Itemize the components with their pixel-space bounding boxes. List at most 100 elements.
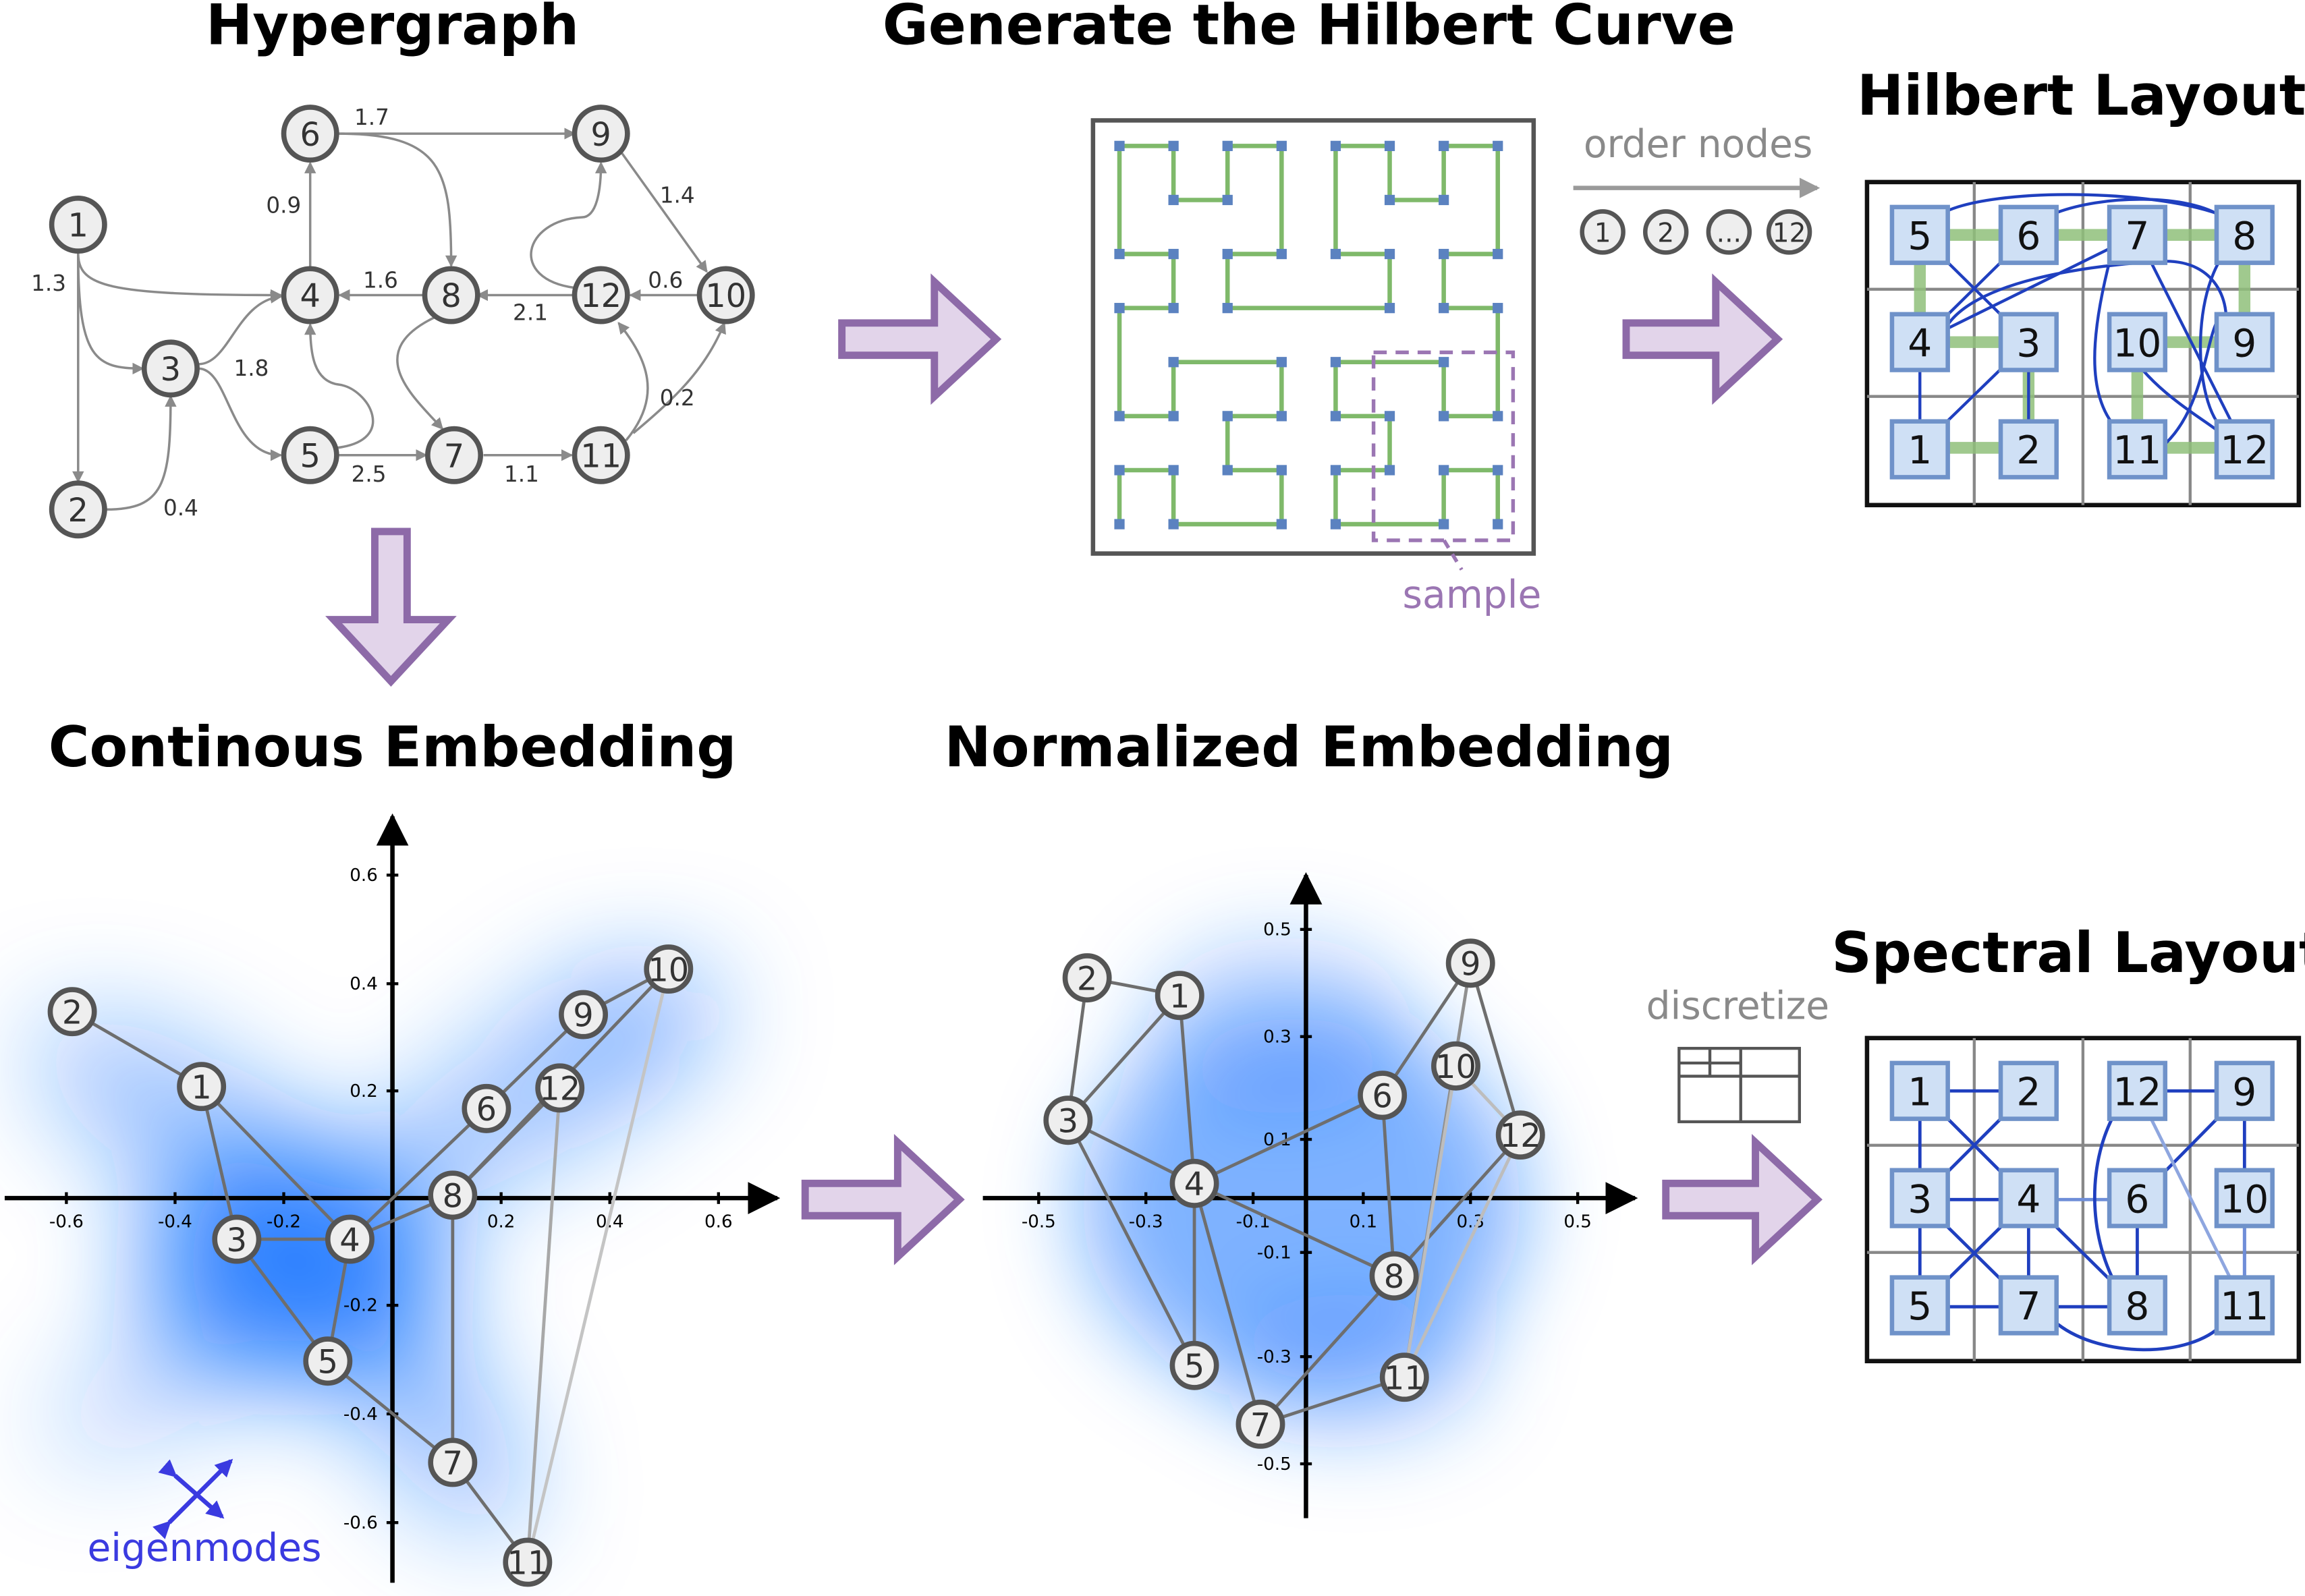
layout-cell: 4 (1998, 1168, 2059, 1228)
curve-point (1439, 194, 1449, 206)
continuous-node: 8 (428, 1170, 478, 1220)
order-sequence-node: ... (1706, 209, 1752, 255)
curve-point (1168, 140, 1179, 151)
y-tick-label: -0.6 (343, 1513, 378, 1533)
continuous-node: 11 (503, 1537, 553, 1587)
cell-label: 11 (2113, 428, 2161, 473)
continuous-density (34, 969, 722, 1535)
normalized-node: 6 (1358, 1071, 1408, 1120)
hilbert-curve-points (1114, 140, 1503, 530)
cell-label: 7 (2016, 1284, 2040, 1329)
hypergraph-node: 9 (572, 105, 630, 163)
title-hilbert-curve: Generate the Hilbert Curve (883, 0, 1735, 57)
node-label: 5 (300, 438, 320, 475)
curve-point (1493, 465, 1503, 476)
cell-label: 8 (2125, 1284, 2149, 1329)
hypergraph-node: 12 (572, 266, 630, 324)
curve-point (1168, 194, 1179, 206)
eigenmodes-indicator (152, 1458, 233, 1539)
title-spectral-layout: Spectral Layout (1831, 920, 2305, 986)
weight-label: 0.2 (660, 385, 695, 411)
cell-label: 10 (2113, 321, 2161, 366)
continuous-node: 10 (644, 944, 694, 994)
continuous-node: 4 (325, 1214, 374, 1264)
x-tick-label: 0.5 (1563, 1212, 1592, 1232)
cell-label: 6 (2016, 214, 2040, 258)
curve-point (1222, 465, 1233, 476)
layout-cell: 2 (1998, 419, 2059, 480)
curve-point (1114, 465, 1125, 476)
title-hilbert-layout: Hilbert Layout (1857, 63, 2305, 128)
hypergraph-node: 3 (141, 339, 200, 398)
curve-point (1114, 140, 1125, 151)
curve-point (1330, 411, 1341, 422)
curve-point (1439, 357, 1449, 368)
edge-5-4 (304, 322, 374, 449)
cell-label: 2 (2016, 1070, 2040, 1114)
cell-label: 3 (1908, 1177, 1932, 1222)
grid-icon (1677, 1046, 1801, 1124)
curve-point (1439, 303, 1449, 314)
cell-label: 9 (2232, 321, 2256, 366)
hilbert-curve-panel: sample (1090, 118, 1542, 617)
node-label: 10 (648, 952, 689, 989)
y-tick-label: 0.4 (350, 974, 378, 994)
curve-point (1439, 411, 1449, 422)
weight-label: 1.6 (363, 268, 398, 293)
arrow-normalized-to-spectral (1662, 1133, 1823, 1265)
node-label: 7 (444, 438, 464, 475)
weight-label: 2.1 (513, 300, 548, 326)
curve-point (1276, 357, 1287, 368)
cell-label: 8 (2232, 214, 2256, 258)
curve-point (1168, 357, 1179, 368)
curve-point (1493, 519, 1503, 530)
cell-label: 5 (1908, 1284, 1932, 1329)
x-tick-label: 0.1 (1350, 1212, 1378, 1232)
curve-point (1276, 411, 1287, 422)
curve-point (1222, 194, 1233, 206)
arrow-embedding-to-normalized (801, 1133, 965, 1265)
x-tick-label: -0.3 (1129, 1212, 1163, 1232)
layout-cell: 2 (1998, 1060, 2059, 1121)
cell-label: 9 (2232, 1070, 2256, 1114)
curve-point (1330, 248, 1341, 260)
curve-point (1493, 411, 1503, 422)
curve-point (1168, 411, 1179, 422)
node-label: 4 (1184, 1166, 1204, 1203)
hypergraph-node: 6 (281, 105, 339, 163)
cell-label: 12 (2113, 1070, 2161, 1114)
order-sequence-node: 12 (1766, 209, 1812, 255)
x-tick-label: -0.2 (267, 1212, 301, 1232)
node-label: 10 (705, 278, 746, 315)
title-hypergraph: Hypergraph (206, 0, 579, 57)
edge-2-3 (106, 395, 177, 511)
weight-label: 0.9 (266, 193, 301, 219)
order-sequence-node: 2 (1642, 209, 1689, 255)
continuous-node: 9 (559, 990, 609, 1039)
edge-12-9 (530, 161, 607, 289)
curve-point (1330, 140, 1341, 151)
weight-label: 1.8 (234, 355, 269, 381)
edge-1-3 (77, 252, 144, 375)
hypergraph-node: 4 (281, 266, 339, 324)
edge-3-5 (198, 367, 283, 461)
hypergraph-weight-labels: 1.7 1.4 0.9 1.3 1.6 2.1 0.6 1.8 2.5 1.1 … (31, 105, 694, 521)
node-label: 11 (1384, 1360, 1425, 1397)
hypergraph-node: 1 (49, 196, 107, 254)
cell-label: 1 (1908, 1070, 1932, 1114)
node-label: 9 (573, 998, 593, 1035)
normalized-node: 10 (1431, 1041, 1480, 1091)
curve-point (1114, 519, 1125, 530)
continuous-node: 3 (212, 1214, 262, 1264)
layout-cell: 8 (2214, 204, 2275, 265)
normalized-node: 8 (1369, 1251, 1419, 1301)
node-label: 1 (68, 208, 88, 245)
sample-label: sample (1403, 573, 1542, 617)
cell-label: 4 (1908, 321, 1932, 366)
layout-cell: 6 (1998, 204, 2059, 265)
y-tick-label: 0.2 (350, 1081, 378, 1102)
edge-11-12 (617, 322, 649, 442)
node-label: 9 (590, 117, 611, 154)
x-tick-label: -0.5 (1022, 1212, 1056, 1232)
